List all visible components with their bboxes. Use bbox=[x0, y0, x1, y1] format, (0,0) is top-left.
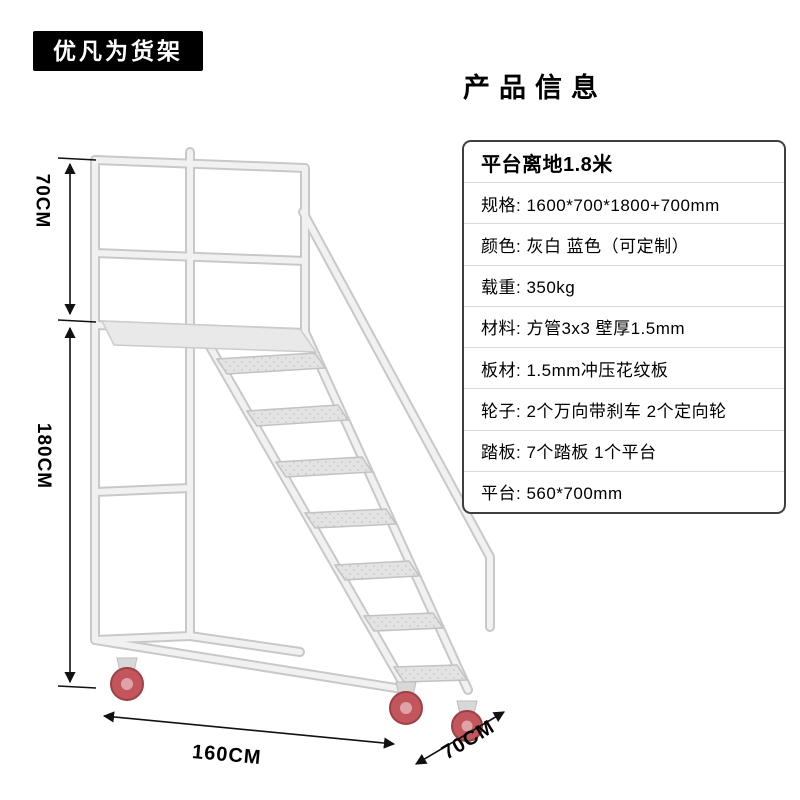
spec-row-platform-height: 平台离地1.8米 bbox=[464, 142, 784, 184]
spec-box: 平台离地1.8米 规格: 1600*700*1800+700mm 颜色: 灰白 … bbox=[462, 140, 786, 514]
caster-wheel-left-icon bbox=[110, 657, 144, 701]
product-info-title: 产品信息 bbox=[463, 73, 607, 103]
spec-row-load: 载重: 350kg bbox=[464, 266, 784, 307]
brand-badge: 优凡为货架 bbox=[33, 31, 203, 71]
spec-row-size: 规格: 1600*700*1800+700mm bbox=[464, 183, 784, 225]
spec-row-platform: 平台: 560*700mm bbox=[481, 484, 623, 504]
spec-row-material: 材料: 方管3x3 壁厚1.5mm bbox=[464, 307, 784, 349]
spec-row-treads: 踏板: 7个踏板 1个平台 bbox=[464, 431, 784, 472]
spec-row-plate: 板材: 1.5mm冲压花纹板 bbox=[464, 348, 784, 390]
dimension-lines bbox=[57, 157, 505, 765]
ladder-platform bbox=[100, 320, 318, 353]
spec-row-color: 颜色: 灰白 蓝色（可定制） bbox=[464, 224, 784, 266]
dimension-label-platform-height: 180CM bbox=[33, 422, 55, 490]
dimension-label-guardrail-height: 70CM bbox=[31, 173, 53, 229]
caster-wheel-middle-icon bbox=[389, 681, 423, 725]
spec-row-wheels: 轮子: 2个万向带刹车 2个定向轮 bbox=[464, 389, 784, 431]
ladder-steps bbox=[215, 352, 469, 683]
